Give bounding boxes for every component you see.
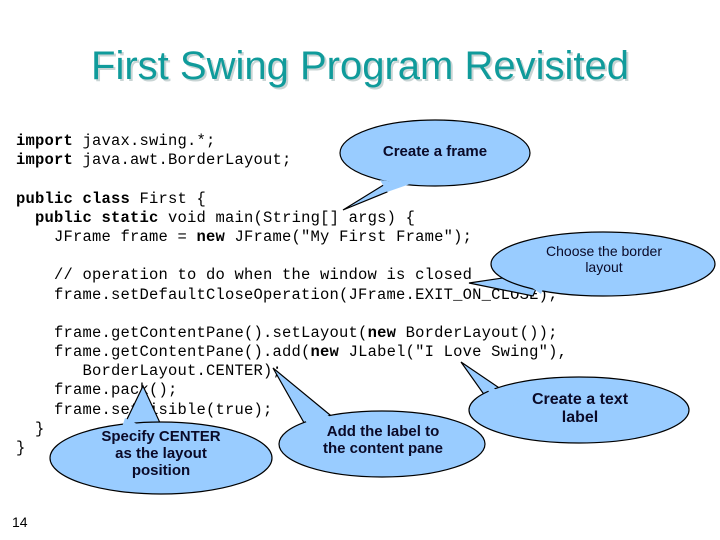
code-line: public static void main(String[] args) { [16,209,706,228]
code-text: frame.getContentPane().add( [16,343,311,362]
code-keyword: new [196,227,235,246]
code-text [16,209,35,227]
code-line: frame.setVisible(true); [16,401,706,420]
code-line: import java.awt.BorderLayout; [16,151,706,170]
code-keyword: public class [16,189,140,208]
callout-border-layout-shape [468,231,716,297]
callout-create-frame-shape [339,119,531,211]
code-line: JFrame frame = new JFrame("My First Fram… [16,228,706,247]
code-line: // operation to do when the window is cl… [16,266,706,285]
code-text: javax.swing.*; [82,132,216,150]
code-keyword: new [367,323,406,342]
code-text: First { [139,189,207,208]
code-text: java.awt.BorderLayout; [82,151,292,170]
callout-specify-center-shape [49,384,273,495]
code-text: frame.setVisible(true); [54,400,273,419]
code-text: } [16,419,45,438]
callout-add-label-shape [272,367,486,478]
callout-border-layout[interactable]: Choose the border layout [455,228,720,324]
callout-create-text-label-shape [460,361,690,444]
code-keyword: import [16,132,83,150]
page-number: 14 [12,514,28,530]
callout-specify-center[interactable]: Specify CENTER as the layout position [45,382,280,502]
code-line: frame.getContentPane().add(new JLabel("I… [16,343,706,362]
page-title: First Swing Program Revisited [91,44,629,88]
code-keyword: new [310,343,349,362]
code-text: JLabel("I Love Swing"), [348,343,568,362]
code-text: JFrame("My First Frame"); [234,227,473,246]
callout-add-label[interactable]: Add the label to the content pane [265,362,500,482]
code-text: JFrame frame = [16,227,197,246]
code-text: // operation to do when the window is cl… [16,266,473,285]
code-line: BorderLayout.CENTER); [16,362,706,381]
code-text: void main(String[] args) { [168,208,416,227]
code-line: } [16,439,706,458]
code-text: } [16,439,26,457]
code-text: frame.setDefaultCloseOperation(JFrame.EX… [16,285,558,304]
code-keyword: import [16,151,83,170]
callout-create-frame[interactable]: Create a frame [335,118,545,228]
code-text: BorderLayout.CENTER); [16,362,283,381]
code-block: import javax.swing.*;import java.awt.Bor… [16,132,706,458]
code-line: } [16,420,706,439]
code-text: frame.getContentPane().setLayout( [16,323,368,342]
code-line: frame.setDefaultCloseOperation(JFrame.EX… [16,286,706,305]
code-keyword: public static [35,208,169,227]
code-line: public class First { [16,190,706,209]
code-line: import javax.swing.*; [16,132,706,151]
code-text: BorderLayout()); [405,323,558,342]
code-line: frame.getContentPane().setLayout(new Bor… [16,324,706,343]
